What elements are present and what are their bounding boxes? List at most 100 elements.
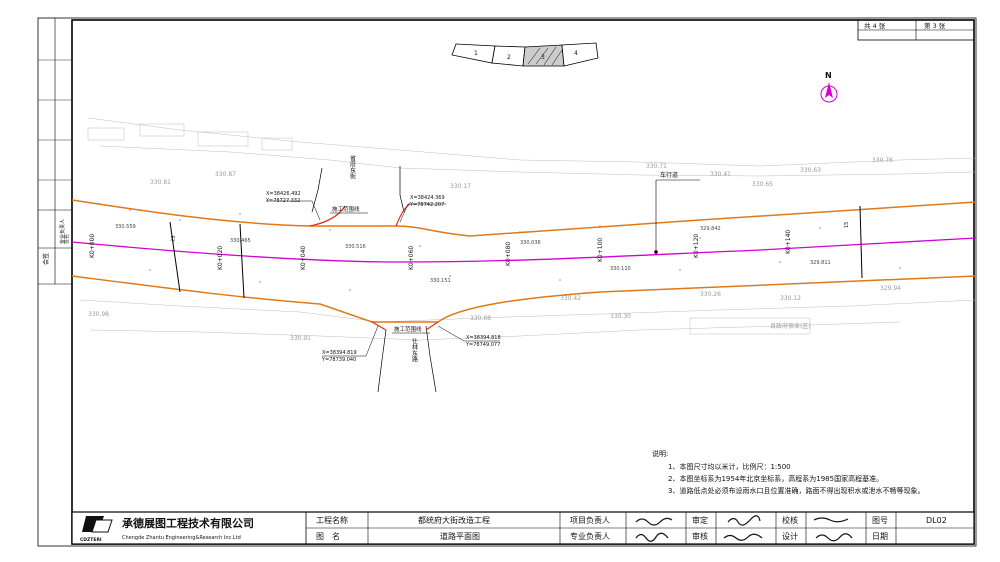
elev-bottom-5: 330.26 xyxy=(700,291,721,298)
elev-bottom-4: 330.30 xyxy=(610,313,631,320)
north-label: N xyxy=(825,71,832,80)
boundary-corner-nw xyxy=(309,205,346,227)
cross-section-3: 15 xyxy=(844,205,863,279)
existing-topography xyxy=(79,117,976,341)
company-name-cn: 承德展图工程技术有限公司 xyxy=(122,516,254,530)
station-1: K0+020 xyxy=(217,246,224,270)
project-name: 都统府大街改造工程 xyxy=(418,515,490,525)
coordinate-callout-4: X=38394.818 Y=78749.077 xyxy=(437,325,501,348)
coord-2-x: X=38424.369 xyxy=(410,195,445,201)
station-6: K0+120 xyxy=(693,234,700,258)
key-segment-3: 3 xyxy=(541,54,545,61)
signature-design xyxy=(815,533,853,542)
existing-elevations-bottom: 330.98 330.91 330.68 330.42 330.30 330.2… xyxy=(88,285,901,342)
station-5: K0+100 xyxy=(597,238,604,262)
coord-2-y: Y=78742.207 xyxy=(409,202,444,208)
elev-bottom-2: 330.68 xyxy=(470,315,491,322)
boundary-corner-sw xyxy=(371,321,387,331)
elev-bottom-3: 330.42 xyxy=(560,295,581,302)
project-name-label: 工程名称 xyxy=(316,515,348,525)
date-label: 日期 xyxy=(872,532,888,541)
boundary-corner-se xyxy=(425,321,439,331)
outer-frame xyxy=(37,17,977,547)
elev-bottom-0: 330.98 xyxy=(88,311,109,318)
drawing-name-label: 图 名 xyxy=(316,531,340,541)
drawing-name: 道路平面图 xyxy=(440,531,480,541)
coordinate-callout-3: X=38394.819 Y=78739.040 xyxy=(321,325,379,363)
station-0: K0+000 xyxy=(89,234,96,258)
lane-label: 车行道 xyxy=(660,171,678,179)
signature-project-lead xyxy=(635,517,673,526)
coord-4-y: Y=78749.077 xyxy=(465,342,500,348)
coordinate-callout-1: X=38426.492 Y=78727.332 xyxy=(265,191,321,221)
key-segment-2: 2 xyxy=(507,54,511,61)
signature-proofread xyxy=(813,517,849,523)
note-3: 3、道路低点处必须布设雨水口且位置准确，路面不得出现积水或泄水不畅等现象。 xyxy=(668,486,924,495)
coord-3-y: Y=78739.040 xyxy=(321,357,356,363)
notes-title: 说明: xyxy=(652,449,668,458)
existing-elevations-top: 330.81 330.87 330.17 330.71 330.41 330.6… xyxy=(150,157,893,190)
road-elev-6: 329.842 xyxy=(700,226,721,232)
road-elev-1: 330.465 xyxy=(230,238,251,244)
street-name-north: 省府东街 xyxy=(349,154,356,180)
station-3: K0+060 xyxy=(408,246,415,270)
elev-top-2: 330.17 xyxy=(450,183,471,190)
side-street-south xyxy=(377,325,437,393)
road-elevations: 330.559 330.465 330.516 330.151 330.036 … xyxy=(115,224,831,284)
boundary-callout-north: 施工范围线 xyxy=(330,205,368,214)
elev-top-3: 330.71 xyxy=(646,163,667,170)
side-street-north xyxy=(311,166,405,213)
elev-top-6: 330.63 xyxy=(800,167,821,174)
signature-checked xyxy=(723,533,763,541)
key-plan: 1 2 3 4 xyxy=(451,42,599,67)
coord-1-x: X=38426.492 xyxy=(266,191,301,197)
elev-top-1: 330.87 xyxy=(215,171,236,178)
discipline-lead-label: 专业负责人 xyxy=(570,531,610,541)
signature-discipline-lead xyxy=(635,532,669,542)
road-elev-2: 330.516 xyxy=(345,244,366,250)
left-strip-label-name: 签名 xyxy=(63,234,70,244)
elev-top-5: 330.65 xyxy=(752,181,773,188)
station-2: K0+040 xyxy=(300,246,307,270)
width-label-1: 15 xyxy=(170,235,177,242)
left-strip-label-sign: 会签 xyxy=(42,253,50,265)
drawing-no: DL02 xyxy=(926,516,947,525)
elev-bottom-7: 329.94 xyxy=(880,285,901,292)
boundary-corner-ne xyxy=(395,203,411,227)
left-strip-label-lead: 专业负责人 xyxy=(59,219,66,244)
sheet-current: 第 3 张 xyxy=(924,21,946,30)
left-strip: 会签 专业负责人 签名 xyxy=(38,18,72,285)
elev-bottom-1: 330.91 xyxy=(290,335,311,342)
government-label: 县政府宿舍(区) xyxy=(770,322,811,330)
key-segment-4: 4 xyxy=(574,50,578,57)
street-name-south: 仕林东路 xyxy=(411,337,418,363)
north-street-name: 省府东街 xyxy=(349,154,356,180)
station-labels: K0+000 K0+020 K0+040 K0+060 K0+080 K0+10… xyxy=(89,230,792,270)
cross-section-2 xyxy=(239,223,245,299)
coord-3-x: X=38394.819 xyxy=(322,350,357,356)
project-lead-label: 项目负责人 xyxy=(570,515,610,525)
cross-section-1: 15 xyxy=(169,221,181,293)
boundary-label-north: 施工范围线 xyxy=(332,205,360,213)
sheet-counter: 共 4 张 第 3 张 xyxy=(857,19,975,41)
road-elev-4: 330.036 xyxy=(520,240,541,246)
north-arrow: N xyxy=(820,71,838,103)
notes: 说明: 1、本图尺寸均以米计，比例尺：1:500 2、本图坐标系为1954年北京… xyxy=(652,449,924,495)
boundary-callout-south: 施工范围线 xyxy=(392,325,430,334)
road-elev-7: 329.811 xyxy=(810,260,831,266)
company-name-en: Chengde Zhantu Engineering&Research Inc.… xyxy=(122,535,241,541)
station-7: K0+140 xyxy=(785,230,792,254)
road-centerline xyxy=(71,237,977,263)
checked-label: 审核 xyxy=(692,531,708,541)
key-segment-1: 1 xyxy=(474,50,478,57)
elev-top-4: 330.41 xyxy=(710,171,731,178)
drawing-no-label: 图号 xyxy=(872,516,888,525)
signature-reviewed xyxy=(727,515,761,526)
elev-bottom-6: 330.12 xyxy=(780,295,801,302)
road-edge-south xyxy=(71,275,977,323)
elev-top-7: 330.76 xyxy=(872,157,893,164)
sheet-total: 共 4 张 xyxy=(864,21,886,30)
coord-1-y: Y=78727.332 xyxy=(265,198,300,204)
note-1: 1、本图尺寸均以米计，比例尺：1:500 xyxy=(668,462,791,471)
